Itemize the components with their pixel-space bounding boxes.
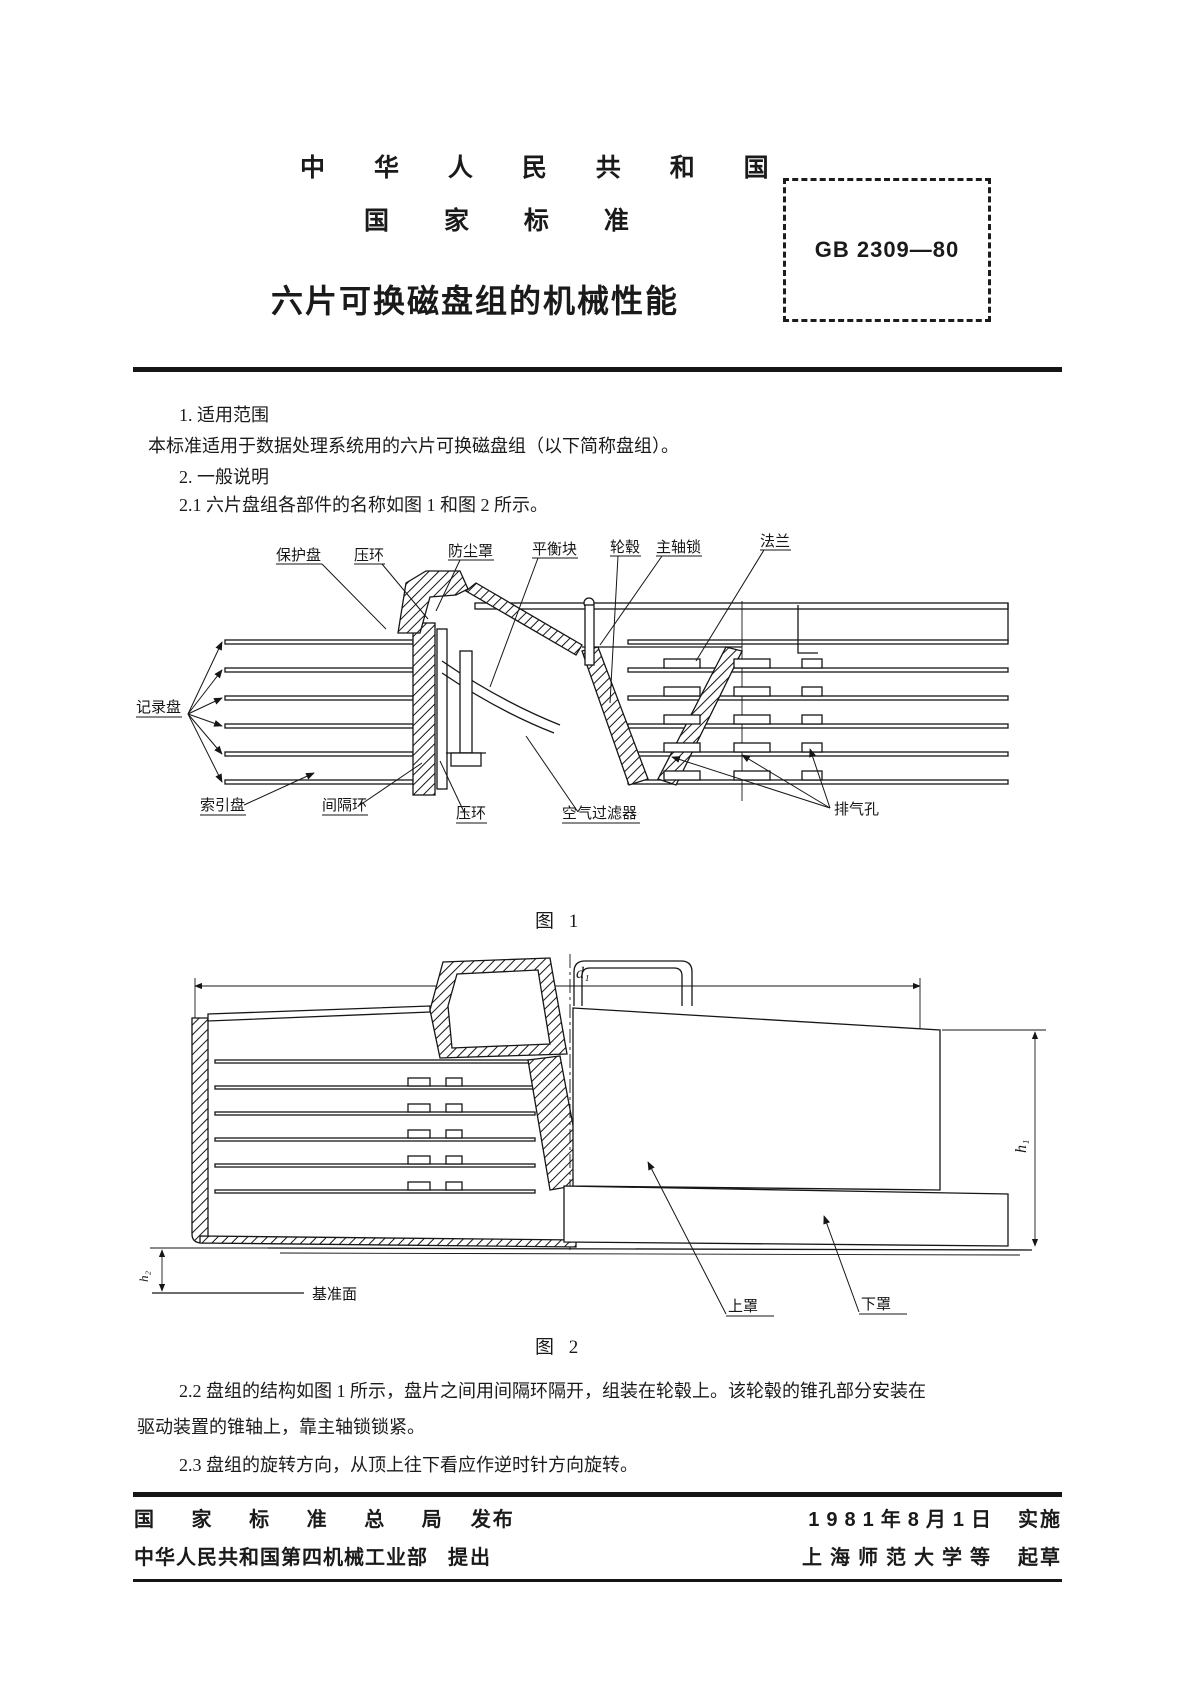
section2-2-line1: 2.2 盘组的结构如图 1 所示，盘片之间用间隔环隔开，组装在轮毂上。该轮毂的锥… — [179, 1381, 926, 1401]
standard-number: GB 2309—80 — [814, 237, 960, 262]
section2-1-text: 2.1 六片盘组各部件的名称如图 1 和图 2 所示。 — [179, 495, 548, 515]
label-spacer-ring: 间隔环 — [322, 797, 367, 814]
label-index-disk: 索引盘 — [200, 796, 245, 814]
disk-pack-assembly-section — [150, 954, 1046, 1294]
header-nation-line: 中 华 人 民 共 和 国 — [300, 154, 790, 182]
label-upper-cover: 上罩 — [728, 1298, 758, 1315]
footer-publisher-action: 发布 — [470, 1509, 515, 1531]
figure1-caption: 图 1 — [535, 911, 584, 932]
section2-3-text: 2.3 盘组的旋转方向，从顶上往下看应作逆时针方向旋转。 — [179, 1455, 638, 1475]
header-divider — [133, 367, 1062, 372]
label-balance-block: 平衡块 — [532, 541, 577, 558]
dimension-h2: h₂ — [136, 1271, 151, 1283]
label-flange: 法兰 — [760, 533, 790, 550]
footer-proposer-action: 提出 — [448, 1547, 492, 1569]
page-title: 六片可换磁盘组的机械性能 — [271, 283, 680, 319]
label-clamp-ring-bottom: 压环 — [456, 805, 486, 822]
label-lower-cover: 下罩 — [861, 1297, 891, 1313]
footer-proposer: 中华人民共和国第四机械工业部 — [134, 1547, 428, 1569]
label-air-filter: 空气过滤器 — [562, 805, 637, 822]
footer-row-propose: 中华人民共和国第四机械工业部 提出 上海师范大学等 起草 — [134, 1541, 1062, 1570]
footer-drafter-action: 起草 — [1018, 1547, 1062, 1569]
section1-text: 本标准适用于数据处理系统用的六片可换磁盘组（以下简称盘组）。 — [148, 436, 679, 456]
label-spindle-lock: 主轴锁 — [656, 539, 701, 556]
label-dust-cover: 防尘罩 — [448, 543, 493, 560]
figure2-caption: 图 2 — [535, 1337, 584, 1358]
standard-number-box: GB 2309—80 — [783, 178, 991, 322]
label-protective-disk: 保护盘 — [276, 546, 321, 564]
figure2-callouts: d₁ h₁ h₂ 基准面 上罩 下罩 — [136, 965, 1030, 1317]
section2-2-line2: 驱动装置的锥轴上，靠主轴锁锁紧。 — [137, 1417, 425, 1437]
footer-divider-bottom — [133, 1579, 1062, 1582]
label-vent-holes: 排气孔 — [834, 801, 879, 818]
footer-row-publish: 国 家 标 准 总 局 发布 1981年8月1日 实施 — [134, 1503, 1062, 1532]
disk-pack-section — [224, 570, 1009, 801]
footer-divider-top — [133, 1492, 1062, 1497]
footer-publisher: 国 家 标 准 总 局 — [134, 1509, 451, 1531]
label-clamp-ring-top: 压环 — [354, 547, 384, 564]
footer-implement-action: 实施 — [1018, 1509, 1062, 1531]
figure2-drawing: d₁ h₁ h₂ 基准面 上罩 下罩 — [136, 954, 1046, 1317]
dimension-h1: h₁ — [1013, 1139, 1030, 1153]
label-datum-plane: 基准面 — [312, 1286, 357, 1303]
footer-implement-date: 1981年8月1日 — [808, 1509, 998, 1531]
figure1-drawing: 保护盘 压环 防尘罩 平衡块 轮毂 主轴锁 法兰 记录盘 索引盘 — [136, 533, 1009, 824]
header-standard-type: 国 家 标 准 — [364, 207, 653, 235]
footer-drafter: 上海师范大学等 — [802, 1547, 998, 1569]
figure1-callouts: 保护盘 压环 防尘罩 平衡块 轮毂 主轴锁 法兰 记录盘 索引盘 — [136, 533, 879, 824]
label-recording-disks: 记录盘 — [136, 698, 181, 716]
section2-heading: 2. 一般说明 — [179, 467, 269, 487]
section1-heading: 1. 适用范围 — [179, 405, 269, 425]
label-hub: 轮毂 — [610, 539, 640, 556]
dimension-d1: d₁ — [576, 965, 590, 982]
